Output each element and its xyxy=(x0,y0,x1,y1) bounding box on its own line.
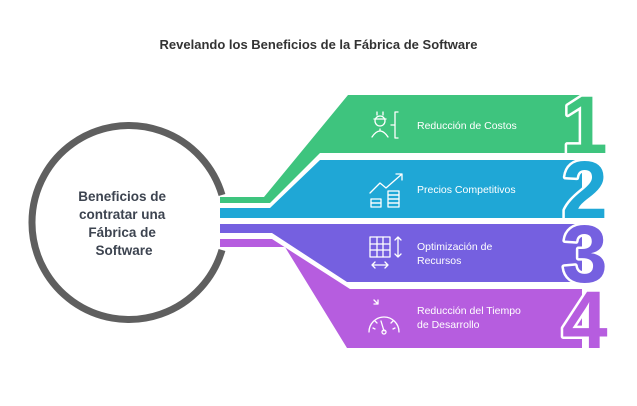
center-circle xyxy=(28,122,226,323)
banner-1 xyxy=(220,95,582,203)
number-3: 3 xyxy=(562,209,608,300)
worker-icon xyxy=(371,111,399,139)
banner-3 xyxy=(220,224,582,282)
item-label-1: Reducción de Costos xyxy=(417,120,517,132)
speedometer-icon xyxy=(368,299,400,335)
number-1: 1 xyxy=(562,80,608,171)
rising-coins-icon xyxy=(369,173,403,208)
diagram-title: Revelando los Beneficios de la Fábrica d… xyxy=(159,37,478,52)
item-label-2: Precios Competitivos xyxy=(417,184,516,196)
banner-2 xyxy=(220,160,582,218)
number-2: 2 xyxy=(562,145,608,236)
number-4: 4 xyxy=(562,275,608,366)
center-label: Beneficios de contratar una Fábrica de S… xyxy=(78,189,170,258)
banner-4 xyxy=(220,239,582,348)
resize-table-icon xyxy=(369,236,402,269)
